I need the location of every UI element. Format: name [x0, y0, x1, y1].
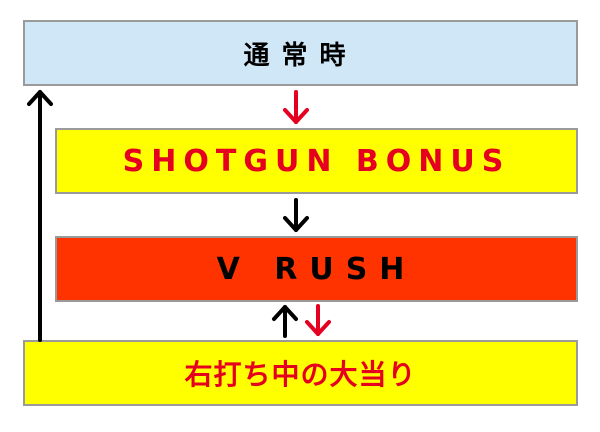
v-rush-box: V RUSH: [55, 236, 578, 302]
normal-state-box: 通常時: [23, 20, 578, 86]
arrow-vrush-to-right: [305, 304, 331, 336]
normal-state-label: 通常時: [243, 40, 358, 71]
right-hit-label: 右打ち中の大当り: [184, 358, 417, 391]
v-rush-label: V RUSH: [216, 251, 417, 287]
arrow-normal-to-shotgun: [283, 90, 309, 124]
shotgun-bonus-box: SHOTGUN BONUS: [55, 128, 578, 194]
right-hit-box: 右打ち中の大当り: [23, 340, 578, 406]
shotgun-bonus-label: SHOTGUN BONUS: [122, 143, 511, 179]
arrow-shotgun-to-vrush: [283, 198, 309, 232]
arrow-right-to-vrush: [272, 305, 298, 338]
arrow-right-to-normal: [27, 90, 53, 342]
